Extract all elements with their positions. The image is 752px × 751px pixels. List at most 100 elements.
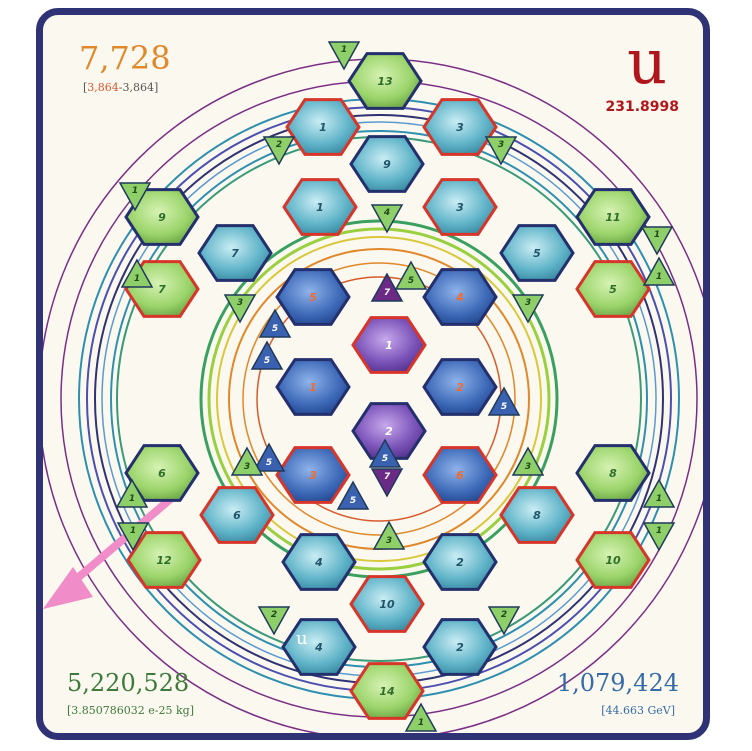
hexagon-teal: 7 (197, 224, 273, 282)
hexagon-label: 5 (309, 291, 317, 304)
hexagon-label: 4 (455, 291, 464, 304)
hexagon-green: 11 (575, 188, 651, 246)
hexagon-label: 10 (605, 554, 621, 567)
hexagon-teal: 1 (282, 178, 358, 236)
element-symbol: u (627, 25, 667, 98)
energy-gev: [44.663 GeV] (601, 704, 675, 717)
shell-ring (207, 227, 551, 571)
hexagon-label: 13 (377, 75, 393, 88)
hexagon-label: 3 (456, 201, 464, 214)
hexagon-green: 13 (347, 52, 423, 110)
range-first: 3,864 (87, 81, 119, 94)
triangle-green: 1 (642, 256, 676, 286)
triangle-label: 7 (384, 288, 391, 298)
mass-count: 5,220,528 (67, 669, 190, 697)
triangle-green: 3 (484, 136, 518, 166)
mass-kg: [3.850786032 e-25 kg] (67, 704, 194, 717)
hexagon-label: 6 (456, 469, 464, 482)
triangle-green: 1 (640, 226, 674, 256)
triangle-green: 1 (642, 478, 676, 508)
triangle-label: 7 (384, 472, 391, 482)
triangle-label: 5 (382, 454, 388, 464)
atomic-mass: 231.8998 (605, 99, 679, 115)
shell-ring (216, 236, 542, 562)
triangle-green: 3 (223, 294, 257, 324)
triangle-label: 1 (129, 494, 135, 504)
triangle-label: 3 (525, 462, 531, 472)
hexagon-teal: 3 (422, 178, 498, 236)
triangle-blue: 5 (250, 340, 284, 370)
hexagon-label: 7 (158, 283, 166, 296)
hexagon-label: 6 (233, 509, 241, 522)
triangle-label: 3 (244, 462, 250, 472)
triangle-label: 1 (656, 494, 662, 504)
triangle-label: 3 (525, 298, 531, 308)
hexagon-purple: 1 (351, 316, 427, 374)
hexagon-green: 12 (126, 531, 202, 589)
hexagon-green: 8 (575, 444, 651, 502)
triangle-label: 1 (656, 272, 662, 282)
hexagon-blue: 5 (275, 268, 351, 326)
hexagon-teal: 5 (499, 224, 575, 282)
triangle-blue: 5 (336, 480, 370, 510)
count-range: [3,864-3,864] (83, 81, 159, 94)
shell-ring (242, 262, 516, 536)
triangle-green: 1 (118, 182, 152, 212)
hexagon-label: 4 (314, 556, 323, 569)
triangle-label: 5 (408, 276, 414, 286)
hexagon-green: 14 (349, 662, 425, 720)
range-separator: - (118, 81, 123, 94)
hexagon-teal: 4 (281, 533, 357, 591)
hexagon-teal: 10 (349, 575, 425, 633)
hexagon-label: 12 (156, 554, 172, 567)
hexagon-label: 1 (309, 381, 317, 394)
hexagon-label: 3 (309, 469, 317, 482)
triangle-green: 5 (394, 260, 428, 290)
total-count: 7,728 (79, 39, 171, 77)
triangle-label: 1 (341, 45, 347, 55)
triangle-green: 3 (511, 294, 545, 324)
triangle-label: 2 (271, 610, 277, 620)
triangle-green: 2 (262, 136, 296, 166)
hexagon-label: 5 (533, 247, 541, 260)
hexagon-label: 2 (456, 641, 464, 654)
triangle-purple: 7 (370, 468, 404, 498)
triangle-green: 1 (327, 41, 361, 71)
hexagon-label: 4 (314, 641, 323, 654)
hexagon-teal: 2 (422, 618, 498, 676)
triangle-blue: 5 (368, 438, 402, 468)
hexagon-label: 1 (385, 339, 393, 352)
hexagon-label: 8 (609, 467, 617, 480)
triangle-label: 5 (266, 458, 272, 468)
triangle-label: 5 (264, 356, 270, 366)
triangle-green: 1 (115, 478, 149, 508)
hexagon-label: 9 (158, 211, 166, 224)
triangle-label: 5 (350, 496, 356, 506)
hexagon-blue: 3 (275, 446, 351, 504)
triangle-label: 2 (501, 610, 507, 620)
triangle-label: 3 (386, 536, 392, 546)
hexagon-teal: 6 (199, 486, 275, 544)
range-second: 3,864 (122, 81, 155, 94)
triangle-green: 1 (404, 702, 438, 732)
triangle-blue: 5 (252, 442, 286, 472)
triangle-label: 1 (134, 274, 140, 284)
hexagon-label: 2 (456, 556, 464, 569)
inner-symbol-marker: u (296, 628, 308, 649)
hexagon-green: 6 (124, 444, 200, 502)
triangle-green: 2 (487, 606, 521, 636)
triangle-label: 2 (276, 140, 282, 150)
hexagon-label: 9 (383, 158, 391, 171)
hexagon-purple: 2 (351, 402, 427, 460)
hexagon-label: 8 (533, 509, 541, 522)
hexagon-label: 3 (456, 121, 464, 134)
hexagon-label: 11 (605, 211, 620, 224)
triangle-green: 3 (230, 446, 264, 476)
triangle-label: 1 (130, 526, 136, 536)
triangle-green: 4 (370, 204, 404, 234)
triangle-label: 4 (383, 208, 390, 218)
triangle-label: 1 (654, 230, 660, 240)
